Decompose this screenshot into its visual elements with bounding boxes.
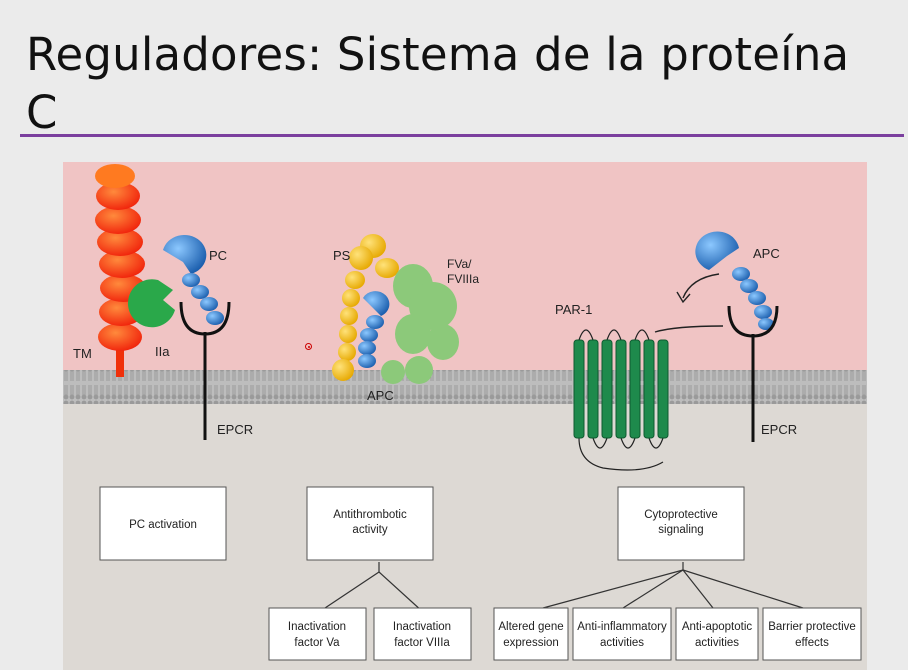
thrombomodulin-protein xyxy=(95,164,146,377)
box-anti-apoptotic: Anti-apoptotic activities xyxy=(675,607,759,661)
box-antithrombotic: Antithrombotic activity xyxy=(306,486,434,561)
box-anti-apoptotic-line-1: Anti-apoptotic xyxy=(682,621,753,633)
label-ps: PS xyxy=(333,248,351,263)
laser-pointer-dot xyxy=(305,343,312,350)
box-inactivation-va-line-1: Inactivation xyxy=(288,621,346,633)
par1-receptor xyxy=(573,329,669,471)
box-anti-inflammatory-line-2: activities xyxy=(600,637,644,649)
protein-c-system-figure: TM IIa PC EPCR PS FVa/ FVIIIa APC PAR-1 … xyxy=(63,162,867,670)
box-altered-gene-line-1: Altered gene xyxy=(498,621,563,633)
box-antithrombotic-line-2: activity xyxy=(352,524,387,536)
box-anti-apoptotic-line-2: activities xyxy=(695,637,739,649)
apc-to-par1-arrow xyxy=(654,273,724,333)
box-inactivation-viiia-line-2: factor VIIIa xyxy=(394,637,450,649)
cell-membrane xyxy=(63,370,867,404)
label-par1: PAR-1 xyxy=(555,302,592,317)
box-inactivation-va-line-2: factor Va xyxy=(294,637,340,649)
box-antithrombotic-line-1: Antithrombotic xyxy=(333,509,407,521)
label-iia: IIa xyxy=(155,344,170,359)
box-barrier-protective: Barrier protective effects xyxy=(762,607,862,661)
box-anti-inflammatory-line-1: Anti-inflammatory xyxy=(577,621,667,633)
label-epcr-right: EPCR xyxy=(761,422,797,437)
epcr-left-receptor xyxy=(179,301,231,440)
protein-c-molecule xyxy=(163,234,224,325)
box-altered-gene-line-2: expression xyxy=(503,637,559,649)
apc-middle-molecule xyxy=(358,291,390,368)
label-apc-right: APC xyxy=(753,246,780,261)
box-inactivation-viiia-line-1: Inactivation xyxy=(393,621,451,633)
slide-title-line-1: Reguladores: Sistema de la proteína xyxy=(26,28,850,81)
box-pc-activation: PC activation xyxy=(99,486,227,561)
label-fva-line-2: FVIIIa xyxy=(447,272,479,286)
label-epcr-left: EPCR xyxy=(217,422,253,437)
box-inactivation-viiia: Inactivation factor VIIIa xyxy=(373,607,472,661)
box-anti-inflammatory: Anti-inflammatory activities xyxy=(572,607,672,661)
box-cytoprotective-line-2: signaling xyxy=(658,524,703,536)
box-pc-activation-text: PC activation xyxy=(129,519,197,531)
box-inactivation-va: Inactivation factor Va xyxy=(268,607,367,661)
slide-title: Reguladores: Sistema de la proteína C xyxy=(26,26,896,142)
box-barrier-protective-line-2: effects xyxy=(795,637,829,649)
box-cytoprotective: Cytoprotective signaling xyxy=(617,486,745,561)
label-tm: TM xyxy=(73,346,92,361)
box-barrier-protective-line-1: Barrier protective xyxy=(768,621,856,633)
label-apc-mid: APC xyxy=(367,388,394,403)
label-pc: PC xyxy=(209,248,227,263)
protein-s-molecule xyxy=(332,234,399,381)
title-underline xyxy=(20,134,904,137)
label-fva-line-1: FVa/ xyxy=(447,257,472,271)
cytoprotective-connectors xyxy=(542,562,804,609)
epcr-right-receptor xyxy=(727,305,779,442)
box-cytoprotective-line-1: Cytoprotective xyxy=(644,509,718,521)
apc-right-molecule xyxy=(695,231,774,330)
slide-title-line-2: C xyxy=(26,86,58,139)
antithrombotic-connectors xyxy=(318,562,424,613)
box-altered-gene: Altered gene expression xyxy=(493,607,569,661)
factor-va-viiia-molecule xyxy=(381,264,459,384)
thrombin-iia-protein xyxy=(127,279,175,328)
